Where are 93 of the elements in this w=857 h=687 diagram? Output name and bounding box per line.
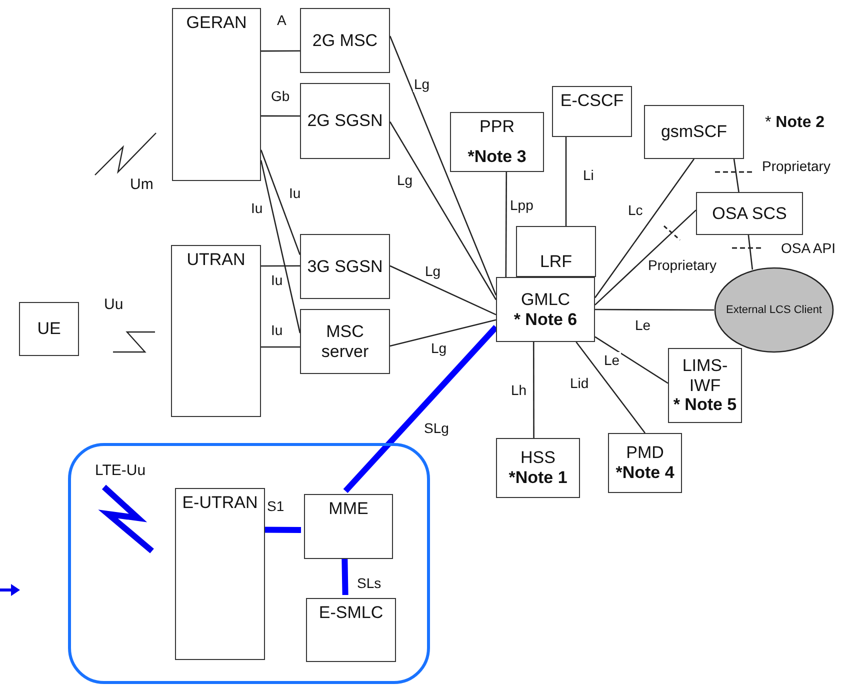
network-node-box [696,192,803,235]
node-label: GERAN [186,13,247,33]
node-label: PMD [626,443,664,463]
note-text: *Note 1 [508,468,568,488]
edge-label: Lh [510,382,528,398]
network-node-box [450,112,544,172]
network-node-box [300,8,390,73]
edge-label: Le [603,352,621,368]
interface-line [576,342,646,434]
network-node-box [552,86,632,137]
thick-interface-line [343,325,498,494]
network-node-box [608,433,682,493]
note-label: *Note 2 [765,114,825,132]
note-text: *Note 3 [468,147,526,167]
interface-line [389,121,497,300]
edge-label: Gb [270,88,291,104]
note-text: * Note 5 [673,395,737,415]
interface-label: Uu [104,296,124,313]
edge-label: Iu [288,185,302,201]
network-node-box [300,309,390,374]
node-label: External LCS Client [726,304,822,316]
node-label: 2G SGSN [307,111,383,131]
interface-line [261,346,300,348]
interface-line [261,50,300,52]
node-label: 3G SGSN [307,256,383,276]
interface-line [595,308,714,311]
node-label: OSA SCS [712,204,787,224]
edge-label: SLs [356,575,382,591]
interface-line [594,210,696,306]
interface-line [260,160,301,334]
edge-label: Lid [569,375,590,391]
edge-label: Lpp [509,197,534,213]
network-node-box [171,245,261,417]
edge-label: Li [582,167,595,183]
interface-line [261,115,300,117]
network-node-box [496,438,580,498]
interface-line [748,234,754,270]
interface-line [532,342,534,438]
interface-line [594,336,668,384]
network-node-box [668,348,742,423]
edge-label: Iu [250,200,264,216]
node-label: PPR [480,117,514,137]
edge-label: Le [634,317,652,333]
edge-label: Lg [430,340,448,356]
edge-label: Proprietary [761,158,832,174]
network-node-box [175,488,265,660]
interface-line [390,319,496,347]
node-label: HSS [520,448,556,468]
network-node-box [19,302,79,356]
edge-label: Lg [396,172,414,188]
edge-label: Lg [413,76,431,92]
node-label: LIMS-IWF [681,356,729,396]
network-node-box [172,8,261,181]
interface-line [733,158,740,192]
node-label: UTRAN [186,250,246,270]
node-label: 2G MSC [312,30,378,50]
node-label: MSC server [320,322,370,362]
node-label: GMLC [520,290,570,310]
network-node-box [496,277,595,342]
network-node-box [304,494,393,559]
interface-line [390,265,496,316]
note-text: *Note 4 [616,463,674,483]
edge-label: Proprietary [647,257,718,273]
interface-line [565,137,567,226]
interface-label: LTE-Uu [95,462,146,479]
interface-line [260,150,301,256]
node-label: E-SMLC [318,603,384,623]
interface-line [505,172,508,277]
edge-label: A [276,12,288,28]
network-node-box [300,83,390,159]
edge-label: SLg [423,420,450,436]
interface-line [594,158,695,298]
node-label: E-CSCF [560,91,624,111]
network-node-box [300,234,390,299]
edge-label: OSA API [780,240,836,256]
note-text: * Note 6 [514,310,578,330]
edge-label: Iu [270,272,284,288]
node-label: E-UTRAN [182,493,258,513]
edge-label: S1 [266,498,286,514]
node-label: MME [328,499,368,519]
network-node-box [516,226,596,277]
node-label: LRF [540,252,572,272]
interface-line [261,265,300,267]
edge-label: Iu [270,322,284,338]
edge-label: Lc [627,202,644,218]
container-box [68,443,430,684]
interface-label: Um [130,176,154,193]
network-node-box [644,105,744,159]
node-label: gsmSCF [660,122,728,142]
network-node-box [306,598,396,662]
interface-line [389,36,497,296]
node-label: UE [37,319,61,339]
edge-label: Lg [424,263,442,279]
